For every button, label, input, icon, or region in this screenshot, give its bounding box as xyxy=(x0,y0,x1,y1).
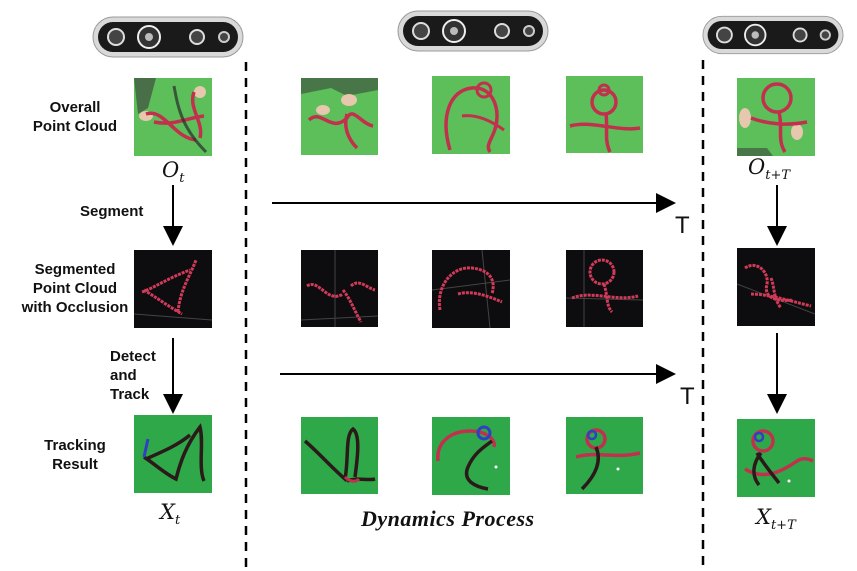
depth-camera-icon xyxy=(397,10,549,52)
tracking-image xyxy=(134,415,212,493)
label-segment: Segment xyxy=(80,203,144,220)
tracking-image xyxy=(432,417,510,495)
segmented-image xyxy=(566,250,643,327)
tracking-image xyxy=(737,419,815,497)
rgb-image xyxy=(134,78,212,156)
label-segmented-point-cloud: Segmented Point Cloud with Occlusion xyxy=(21,261,129,316)
segmented-image xyxy=(737,248,815,326)
label-x-t: Xt xyxy=(160,500,181,529)
segmented-image xyxy=(432,250,510,328)
segmented-image xyxy=(301,250,378,327)
rgb-image xyxy=(432,76,510,154)
depth-camera-icon xyxy=(702,15,844,55)
tracking-image xyxy=(301,417,378,494)
rgb-image xyxy=(566,76,643,153)
label-tracking-result: Tracking Result xyxy=(44,437,106,473)
rgb-image xyxy=(301,78,378,155)
segmented-image xyxy=(134,250,212,328)
label-detect-and-track: Detect and Track xyxy=(110,348,156,403)
label-x-t-plus-T: Xt+T xyxy=(756,505,796,534)
tracking-image xyxy=(566,417,643,494)
label-overall-point-cloud: Overall Point Cloud xyxy=(32,99,118,135)
label-o-t-plus-T: Ot+T xyxy=(748,155,791,184)
rgb-image xyxy=(737,78,815,156)
label-dynamics-process: Dynamics Process xyxy=(361,506,535,531)
label-o-t: Ot xyxy=(162,158,185,187)
depth-camera-icon xyxy=(92,16,244,58)
label-time-step-bottom: T xyxy=(680,383,695,410)
label-time-step-top: T xyxy=(675,212,690,239)
